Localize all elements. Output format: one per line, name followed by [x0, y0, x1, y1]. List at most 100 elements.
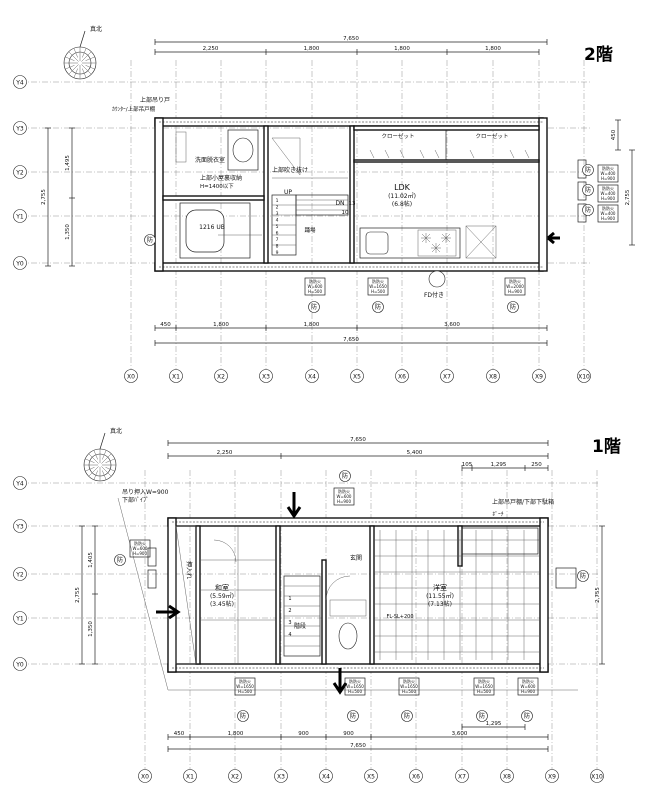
axis-label-x7: X7	[458, 773, 466, 780]
north-label: 真北	[90, 25, 102, 33]
compass-ray	[88, 453, 99, 464]
axis-bubble	[500, 769, 514, 783]
partition	[349, 125, 355, 264]
compass-ray	[82, 68, 87, 78]
north-arrow-icon	[99, 432, 106, 450]
axis-bubble	[545, 769, 559, 783]
dimension-top-secondary-value: 1,295	[491, 462, 507, 468]
window-tag-2f-3-box	[504, 277, 526, 296]
fire-protection-label: 防	[580, 572, 586, 580]
washbasin-counter	[227, 129, 259, 171]
note-upper-hanging-cabinet: 上部吊り戸	[140, 96, 170, 104]
axis-label-y4: Y4	[15, 79, 24, 86]
dimension-bottom-secondary-value: 1,295	[486, 721, 502, 727]
washing-machine-space	[175, 131, 187, 163]
dimension-top-value: 2,250	[217, 450, 233, 456]
wall	[539, 517, 549, 673]
hanger-mark	[419, 149, 425, 159]
compass-ray	[101, 466, 112, 477]
window-tag-2f-4-height: H=900	[601, 176, 615, 181]
compass-ray	[85, 458, 95, 463]
axis-label-x8: X8	[503, 773, 511, 780]
stair-number-mid: 10	[342, 210, 349, 216]
hanger-mark	[369, 149, 375, 159]
dimension-top-value: 5,400	[407, 450, 423, 456]
dimension-top-total-value: 7,650	[343, 36, 359, 42]
compass-ray	[73, 48, 78, 58]
burner-icon	[441, 233, 451, 243]
axis-bubble	[305, 369, 319, 383]
dimension-bottom-value: 900	[298, 731, 309, 737]
fire-protection-label: 防	[240, 712, 246, 720]
dimension-top-value: 2,250	[203, 46, 219, 52]
axis-bubble	[274, 769, 288, 783]
dimension-bottom-value: 1,800	[228, 731, 244, 737]
window-tag-1f-7-width: W=600	[133, 546, 148, 551]
window-tag-2f-4-text: 防防火	[602, 165, 614, 171]
axis-label-y3: Y3	[15, 523, 24, 530]
stair-step-number: 1	[288, 596, 291, 602]
wall	[538, 117, 548, 272]
axis-label-x5: X5	[367, 773, 375, 780]
entry-arrow-bottom-icon	[332, 668, 348, 695]
stair-step-number: 5	[276, 224, 279, 230]
axis-bubble	[13, 165, 27, 179]
fire-protection-mark	[308, 301, 320, 313]
window-tag-1f-2-height: H=500	[348, 689, 362, 694]
window-tag-1f-6-text: 防防火	[338, 488, 350, 494]
dimension-bottom-total-value: 7,650	[343, 337, 359, 343]
note-counter-cabinet: ｶｳﾝﾀｰ/上部吊戸棚	[112, 105, 156, 113]
window-tag-1f-4-text: 防防火	[478, 678, 490, 684]
fire-protection-label: 防	[117, 556, 123, 564]
axis-bubble	[13, 476, 27, 490]
compass-ray	[68, 51, 79, 62]
compass-ray	[105, 467, 115, 472]
axis-label-x10: X10	[591, 773, 603, 780]
fire-protection-label: 防	[479, 712, 485, 720]
window-tag-1f-3-box	[398, 677, 420, 696]
axis-bubble	[169, 369, 183, 383]
window-tag-2f-3-text: 防防火	[509, 278, 521, 284]
axis-label-y3: Y3	[15, 125, 24, 132]
toilet-tank	[329, 599, 367, 617]
dimension-top-secondary-value: 250	[531, 462, 542, 468]
window-tag-2f-4-box	[597, 164, 619, 183]
compass-ray	[81, 64, 92, 75]
compass-ray	[68, 64, 79, 75]
axis-bubble	[13, 121, 27, 135]
entry-arrow-left-icon	[156, 604, 181, 620]
refrigerator-space	[465, 225, 497, 259]
axis-label-x3: X3	[262, 373, 270, 380]
north-label: 真北	[110, 427, 122, 435]
window-tag-1f-4-height: H=500	[477, 689, 491, 694]
dimension-bottom-value: 3,600	[444, 322, 460, 328]
window-tag-2f-6-box	[597, 204, 619, 223]
window-tag-1f-3-text: 防防火	[403, 678, 415, 684]
fire-protection-label: 防	[510, 303, 516, 311]
compass-ray	[73, 68, 78, 78]
hanger-mark	[524, 149, 530, 159]
burner-icon	[421, 233, 431, 243]
window-tag-1f-2-box	[344, 677, 366, 696]
axis-bubble	[486, 369, 500, 383]
fire-protection-label: 防	[585, 166, 591, 174]
axis-label-y1: Y1	[15, 615, 24, 622]
fire-protection-mark	[114, 554, 126, 566]
label-landing: 踊場	[304, 226, 316, 234]
entry-arrow-top-icon	[286, 492, 302, 519]
fire-protection-mark	[582, 204, 594, 216]
label-western-room-area: (11.55㎡)	[426, 592, 454, 600]
window-tag-2f-5-box	[597, 184, 619, 203]
window-tag-1f-2-text: 防防火	[349, 678, 361, 684]
compass-ray	[81, 51, 92, 62]
dimension-right-total-value: 2,755	[625, 189, 631, 205]
door-swing	[213, 539, 237, 563]
window-tag-1f-1-box	[234, 677, 256, 696]
stair-step-number: 6	[276, 231, 279, 237]
axis-label-y2: Y2	[15, 571, 24, 578]
fire-protection-mark	[372, 301, 384, 313]
compass-ray	[101, 453, 112, 464]
wall	[154, 117, 164, 272]
hanger-mark	[399, 149, 405, 159]
stair-number-top: 13	[349, 201, 356, 207]
